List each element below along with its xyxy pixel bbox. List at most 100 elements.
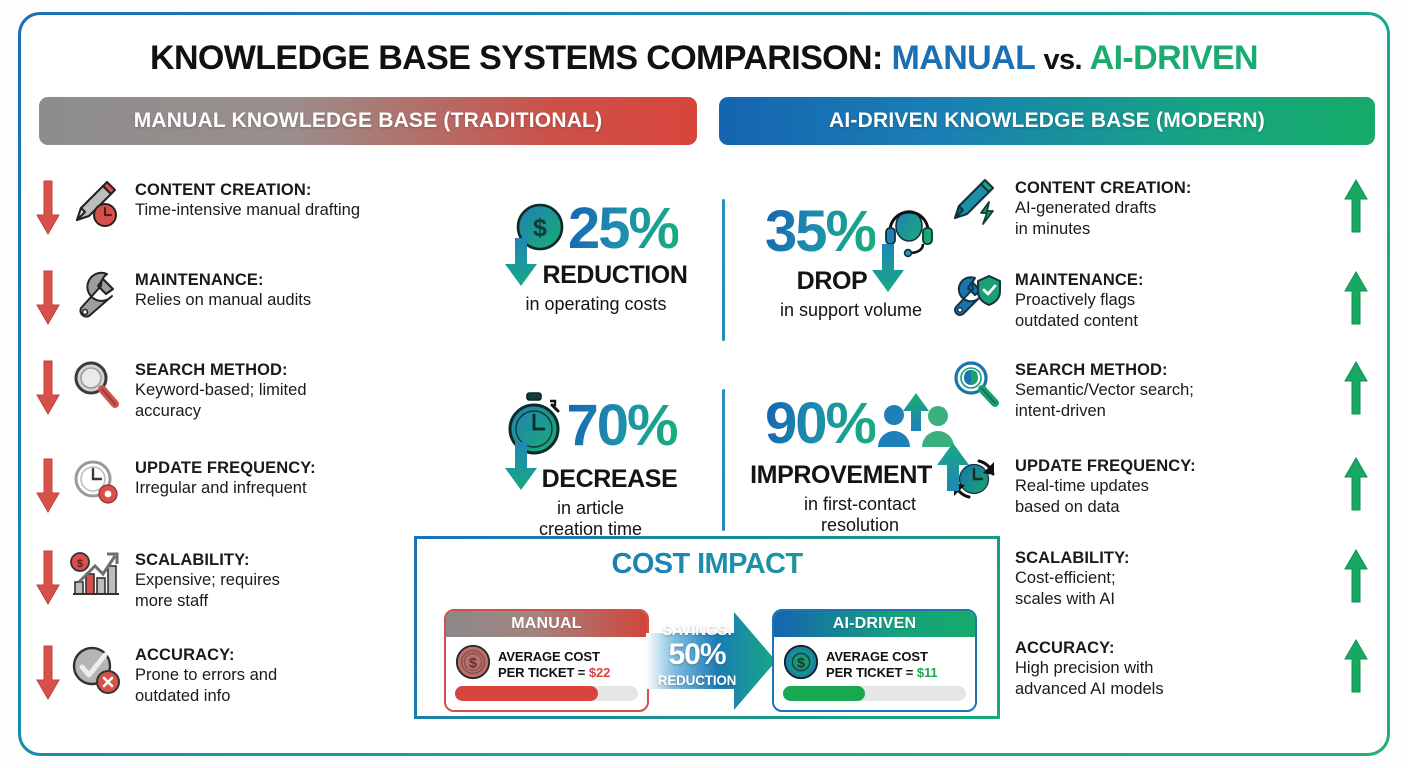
cost-card-manual-line2: PER TICKET = $22 [498,665,610,681]
stat-word: IMPROVEMENT [750,461,932,490]
savings-arrow: SAVINGS: 50% REDUCTION [646,611,776,711]
feature-title: SCALABILITY: [135,551,250,569]
cost-card-manual-lines: AVERAGE COST PER TICKET = $22 [498,649,610,680]
feature-title: SCALABILITY: [1015,549,1130,567]
cost-card-manual-amount: $22 [588,664,611,680]
cost-card-ai: AI-DRIVEN $ AVERAGE COST PER TICKET = $1… [772,609,977,712]
feature-description: Semantic/Vector search;intent-driven [1015,381,1194,420]
header-bar-ai-label: AI-DRIVEN KNOWLEDGE BASE (MODERN) [829,109,1265,132]
feature-title: SEARCH METHOD: [1015,361,1168,379]
cost-impact-panel: COST IMPACT MANUAL $ AVERAGE COST PER TI… [414,536,1000,719]
stat-percent: 70% [566,393,678,459]
feature-text: MAINTENANCE:Relies on manual audits [135,267,465,311]
stat-word: DECREASE [541,465,678,494]
down-arrow-icon [35,547,61,612]
feature-text: SEARCH METHOD: Semantic/Vector search;int… [1015,357,1335,421]
cost-card-ai-line2-prefix: PER TICKET = [826,664,917,680]
cost-card-ai-line1: AVERAGE COST [826,648,928,664]
cost-bar-ai-fill [783,686,866,701]
cost-impact-title: COST IMPACT [417,548,997,581]
up-arrow-icon [1343,357,1369,422]
people-up-icon [877,391,955,458]
up-arrow-icon [1343,635,1369,700]
stat-percent: 90% [764,391,877,457]
feature-row-maintenance: MAINTENANCE:Relies on manual audits [35,267,465,332]
down-arrow-icon [35,177,61,242]
cost-bar-manual [455,686,638,701]
savings-label: SAVINGS: [662,622,732,639]
pencil-bolt-icon [949,175,1007,233]
feature-row-search-method: SEARCH METHOD: Semantic/Vector search;int… [949,357,1369,422]
clock-refresh-icon [949,453,1007,511]
check-error-icon [69,642,127,700]
dollar-coin-icon: $ [514,201,566,258]
down-arrow-icon [35,455,61,520]
stopwatch-icon [504,391,564,462]
cost-card-manual: MANUAL $ AVERAGE COST PER TICKET = $22 [444,609,649,712]
infographic-canvas: KNOWLEDGE BASE SYSTEMS COMPARISON: MANUA… [21,15,1387,753]
feature-description: Cost-efficient;scales with AI [1015,569,1116,608]
cost-card-ai-header: AI-DRIVEN [774,611,975,637]
stat-percent: 25% [567,196,680,262]
up-arrow-icon [1343,267,1369,332]
cost-card-ai-line2: PER TICKET = $11 [826,665,938,681]
dollar-coin-red-icon: $ [454,643,492,686]
feature-title: ACCURACY: [135,646,235,664]
svg-text:$: $ [469,656,477,672]
feature-text: UPDATE FREQUENCY: Irregular and infrequen… [135,455,465,499]
feature-title: UPDATE FREQUENCY: [135,459,316,477]
feature-text: CONTENT CREATION: Time-intensive manual d… [135,177,465,221]
header-bar-ai: AI-DRIVEN KNOWLEDGE BASE (MODERN) [719,97,1375,145]
header-bar-manual-label: MANUAL KNOWLEDGE BASE (TRADITIONAL) [133,109,603,132]
feature-title: MAINTENANCE: [1015,271,1144,289]
cost-card-manual-body: $ AVERAGE COST PER TICKET = $22 [446,637,647,686]
svg-text:$: $ [77,558,83,570]
stat-subtitle: in operating costs [525,294,667,314]
savings-value: 50% [668,638,726,671]
infographic-frame: KNOWLEDGE BASE SYSTEMS COMPARISON: MANUA… [18,12,1390,756]
up-arrow-icon [1343,453,1369,518]
page-title-ai: AI-DRIVEN [1089,39,1259,77]
cost-card-ai-body: $ AVERAGE COST PER TICKET = $11 [774,637,975,686]
cost-card-ai-amount: $11 [916,664,938,680]
stat-up-arrow-icon [936,436,970,493]
clock-gear-icon [69,455,127,513]
feature-text: SCALABILITY: Cost-efficient;scales with A… [1015,545,1335,609]
cost-bar-ai [783,686,966,701]
feature-row-content-creation: CONTENT CREATION: Time-intensive manual d… [35,177,465,242]
feature-description: Irregular and infrequent [135,479,307,498]
stat-down-arrow-icon [504,236,538,293]
cost-card-ai-lines: AVERAGE COST PER TICKET = $11 [826,649,938,680]
feature-description: Time-intensive manual drafting [135,201,360,220]
stats-divider-top [722,199,725,341]
stat-down-arrow-icon [504,440,538,497]
cost-card-manual-header: MANUAL [446,611,647,637]
savings-unit: REDUCTION [657,673,737,688]
down-arrow-icon [35,642,61,707]
page-title-vs: vs. [1043,44,1083,76]
magnifier-brain-icon [949,357,1007,415]
feature-title: CONTENT CREATION: [135,181,312,199]
feature-description: Relies on manual audits [135,291,312,310]
wrench-shield-icon [949,267,1007,325]
stat-down-arrow-icon [871,242,905,299]
feature-title: UPDATE FREQUENCY: [1015,457,1196,475]
cost-card-manual-line2-prefix: PER TICKET = [498,664,589,680]
